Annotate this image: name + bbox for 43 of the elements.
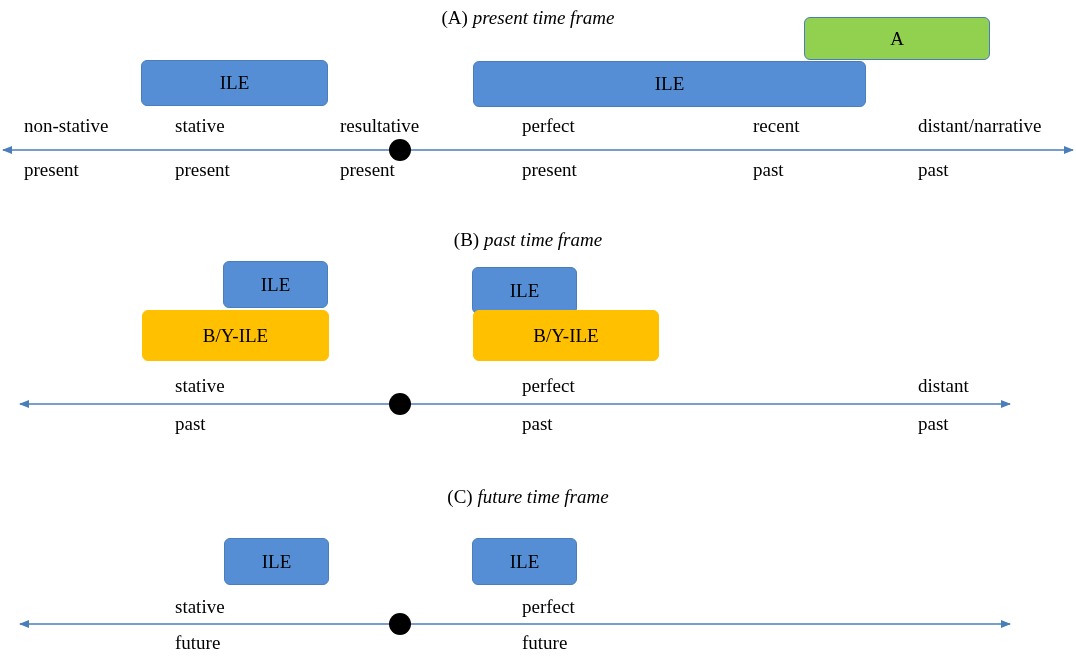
axis-label: past — [918, 158, 949, 182]
time-point-dot — [389, 393, 411, 415]
axis-label: non-stative — [24, 114, 109, 138]
panel-heading: (C) future time frame — [447, 485, 609, 509]
axis-label: stative — [175, 114, 225, 138]
axis-label: present — [340, 158, 395, 182]
axis-label: perfect — [522, 114, 575, 138]
timeline-arrow — [410, 145, 1075, 155]
axis-label: perfect — [522, 595, 575, 619]
label-box: ILE — [223, 261, 328, 308]
label-box: ILE — [472, 267, 577, 314]
axis-label: stative — [175, 374, 225, 398]
timeline-arrow — [18, 619, 390, 629]
label-box: ILE — [141, 60, 328, 106]
axis-label: future — [175, 631, 221, 655]
label-box: A — [804, 17, 990, 60]
label-box: ILE — [472, 538, 577, 585]
axis-label: future — [522, 631, 568, 655]
label-box: B/Y-ILE — [473, 310, 659, 361]
axis-label: present — [24, 158, 79, 182]
axis-label: distant/narrative — [918, 114, 1042, 138]
label-box: ILE — [224, 538, 329, 585]
timeline-arrow — [1, 145, 390, 155]
axis-label: stative — [175, 595, 225, 619]
timeline-arrow — [410, 399, 1012, 409]
axis-label: distant — [918, 374, 969, 398]
axis-label: resultative — [340, 114, 420, 138]
axis-label: present — [175, 158, 230, 182]
time-point-dot — [389, 139, 411, 161]
timeline-arrow — [410, 619, 1012, 629]
axis-label: recent — [753, 114, 800, 138]
timeline-arrow — [18, 399, 390, 409]
panel-heading: (B) past time frame — [453, 228, 603, 252]
axis-label: past — [175, 412, 206, 436]
panel-heading: (A) present time frame — [441, 6, 615, 30]
time-point-dot — [389, 613, 411, 635]
label-box: B/Y-ILE — [142, 310, 329, 361]
axis-label: past — [753, 158, 784, 182]
axis-label: perfect — [522, 374, 575, 398]
label-box: ILE — [473, 61, 866, 107]
axis-label: present — [522, 158, 577, 182]
axis-label: past — [918, 412, 949, 436]
axis-label: past — [522, 412, 553, 436]
